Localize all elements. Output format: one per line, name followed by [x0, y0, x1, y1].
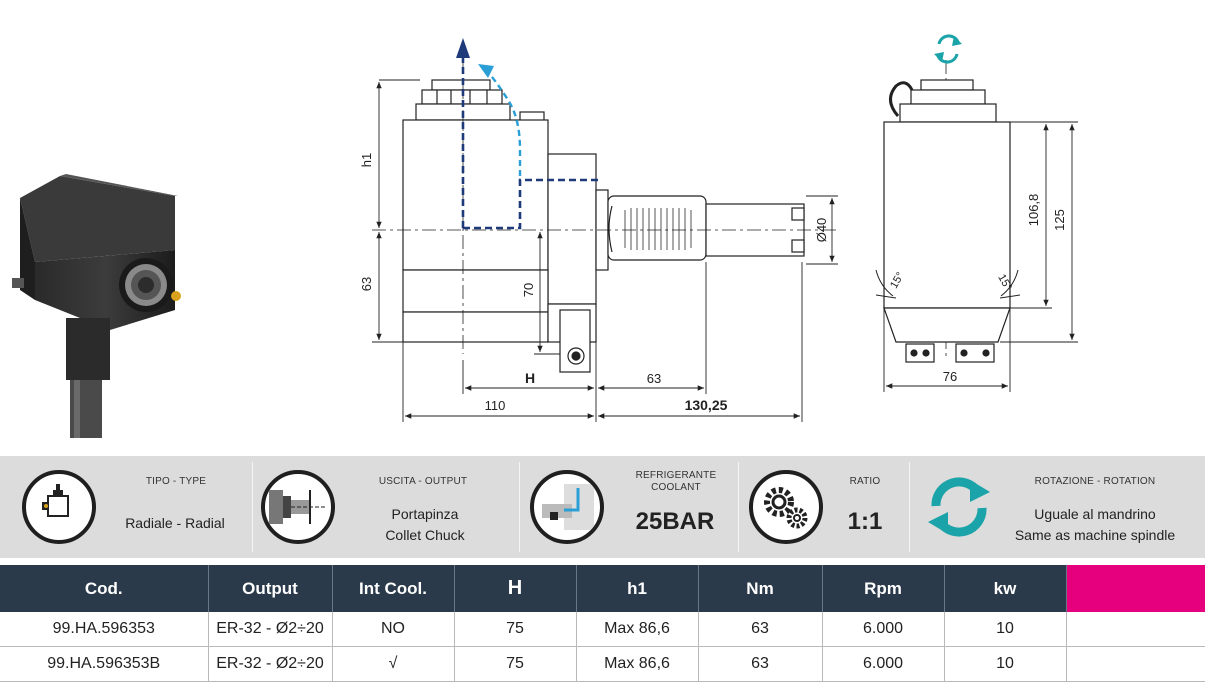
cell-kw: 10: [944, 646, 1067, 682]
cell-empty: [1066, 612, 1205, 647]
coolant-path: [487, 71, 522, 176]
cell-code: 99.HA.596353: [0, 612, 209, 647]
dim-h1: h1: [359, 153, 374, 167]
col-header-cod: Cod.: [0, 565, 209, 612]
dim-70: 70: [521, 283, 536, 297]
coolant-label-2: COOLANT: [651, 482, 701, 493]
dim-125: 125: [1052, 209, 1067, 231]
dim-d40: Ø40: [814, 218, 829, 243]
gears-icon: [749, 470, 823, 544]
cell-output: ER-32 - Ø2÷20: [208, 612, 333, 647]
coolant-icon: [530, 470, 604, 544]
col-header-int-cool: Int Cool.: [332, 565, 455, 612]
cell-nm: 63: [698, 612, 823, 647]
ratio-value: 1:1: [847, 508, 883, 535]
output-value-1: Portapinza: [391, 506, 459, 522]
table-row: 99.HA.596353 ER-32 - Ø2÷20 NO 75 Max 86,…: [0, 612, 1205, 647]
accent-header-cell: [1066, 565, 1205, 612]
cell-code: 99.HA.596353B: [0, 646, 209, 682]
product-image: [12, 174, 181, 438]
col-header-kw: kw: [944, 565, 1067, 612]
spec-bar: TIPO - TYPE Radiale - Radial USCITA - OU…: [0, 456, 1205, 558]
spec-coolant: REFRIGERANTE COOLANT 25BAR: [520, 456, 738, 558]
cell-h: 75: [454, 646, 577, 682]
col-header-h1: h1: [576, 565, 699, 612]
drive-axis: [461, 56, 600, 230]
dim-63-bottom: 63: [647, 371, 661, 386]
col-header-output: Output: [208, 565, 333, 612]
rotation-value-2: Same as machine spindle: [1014, 527, 1176, 543]
cell-kw: 10: [944, 612, 1067, 647]
col-header-h: H: [454, 565, 577, 612]
rotation-arcs: [875, 269, 1021, 299]
radial-type-icon: [22, 470, 96, 544]
product-codes-table: Cod. Output Int Cool. H h1 Nm Rpm kw 99.…: [0, 565, 1205, 682]
cell-nm: 63: [698, 646, 823, 682]
dim-106: 106,8: [1026, 194, 1041, 227]
spec-rotation: ROTAZIONE - ROTATION Uguale al mandrino …: [910, 456, 1205, 558]
cell-h1: Max 86,6: [576, 646, 699, 682]
dimension-lines: [372, 79, 1078, 422]
dim-110: 110: [485, 398, 506, 413]
output-value-2: Collet Chuck: [385, 527, 465, 543]
spec-type: TIPO - TYPE Radiale - Radial: [0, 456, 252, 558]
cell-rpm: 6.000: [822, 646, 945, 682]
spec-ratio: RATIO 1:1: [739, 456, 909, 558]
threads: [624, 208, 692, 250]
technical-drawing: h1 63 70 H 63 110 130,25 Ø40 106,8 125 7…: [12, 34, 1078, 438]
dim-76: 76: [943, 369, 957, 384]
spec-divider: [909, 462, 910, 552]
rotation-value-1: Uguale al mandrino: [1034, 506, 1156, 522]
side-view: [402, 79, 805, 373]
cell-output: ER-32 - Ø2÷20: [208, 646, 333, 682]
table-header-row: Cod. Output Int Cool. H h1 Nm Rpm kw: [0, 565, 1205, 612]
cell-h: 75: [454, 612, 577, 647]
spec-divider: [738, 462, 739, 552]
ratio-label: RATIO: [849, 476, 881, 487]
cell-rpm: 6.000: [822, 612, 945, 647]
dim-H: H: [525, 370, 535, 386]
type-label: TIPO - TYPE: [145, 476, 207, 487]
col-header-rpm: Rpm: [822, 565, 945, 612]
coolant-value: 25BAR: [635, 508, 715, 535]
cell-int-cool: √: [332, 646, 455, 682]
front-view: [883, 79, 1011, 363]
drawing-svg: h1 63 70 H 63 110 130,25 Ø40 106,8 125 7…: [12, 34, 1078, 438]
dim-130: 130,25: [685, 397, 728, 413]
spec-divider: [252, 462, 253, 552]
table-row: 99.HA.596353B ER-32 - Ø2÷20 √ 75 Max 86,…: [0, 646, 1205, 682]
cell-int-cool: NO: [332, 612, 455, 647]
spec-divider: [519, 462, 520, 552]
collet-chuck-icon: [261, 470, 335, 544]
spec-output: USCITA - OUTPUT Portapinza Collet Chuck: [253, 456, 519, 558]
output-label: USCITA - OUTPUT: [378, 476, 468, 487]
rotation-icon: [924, 472, 994, 542]
col-header-nm: Nm: [698, 565, 823, 612]
type-value: Radiale - Radial: [125, 515, 225, 531]
coolant-label-1: REFRIGERANTE: [635, 470, 717, 481]
dim-63-left: 63: [359, 277, 374, 291]
cell-h1: Max 86,6: [576, 612, 699, 647]
rotation-label: ROTAZIONE - ROTATION: [1034, 476, 1156, 487]
cell-empty: [1066, 646, 1205, 682]
